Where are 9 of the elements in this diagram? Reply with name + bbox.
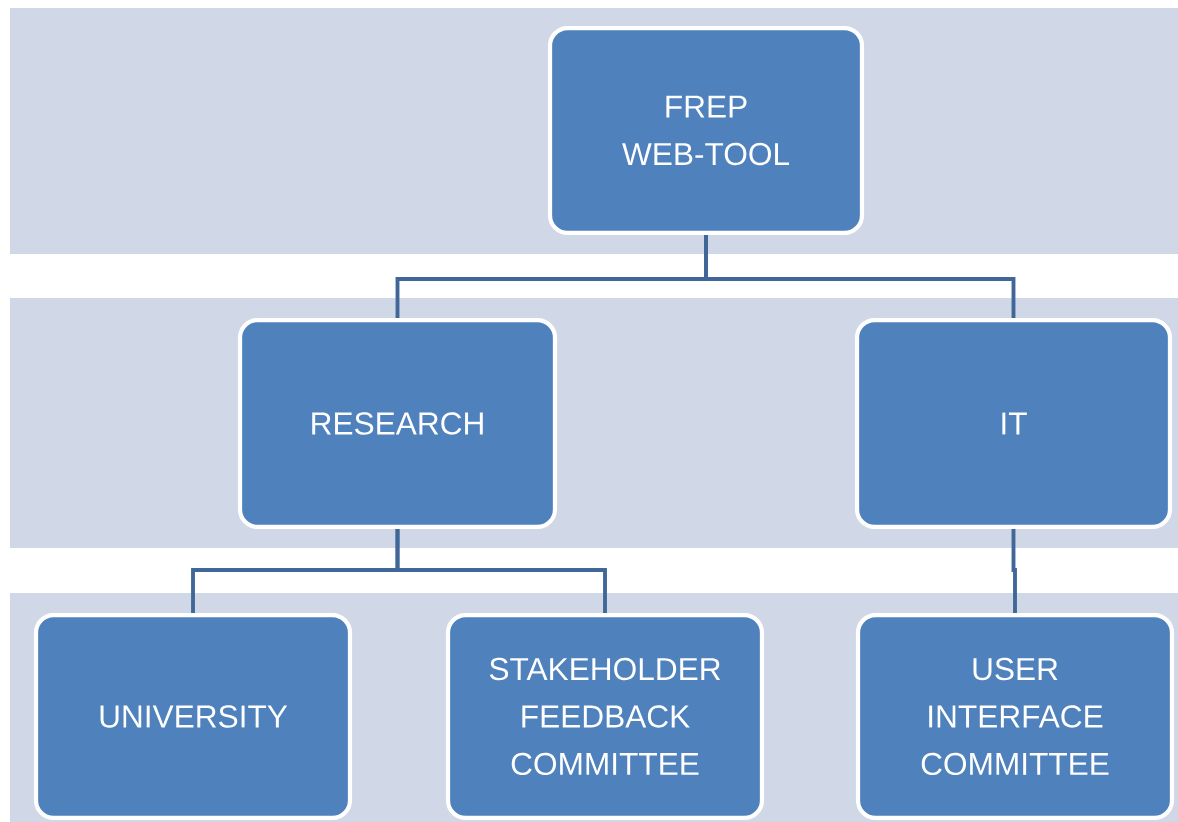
org-box: UNIVERSITY — [33, 612, 353, 821]
connector-line — [704, 235, 1016, 318]
org-box: USER INTERFACE COMMITTEE — [855, 612, 1175, 821]
org-box: IT — [854, 317, 1173, 530]
connector-line — [1011, 529, 1017, 613]
org-box: FREP WEB-TOOL — [547, 25, 865, 236]
org-box: RESEARCH — [237, 317, 558, 530]
org-box: STAKEHOLDER FEEDBACK COMMITTEE — [445, 612, 765, 821]
connector-line — [395, 529, 607, 613]
